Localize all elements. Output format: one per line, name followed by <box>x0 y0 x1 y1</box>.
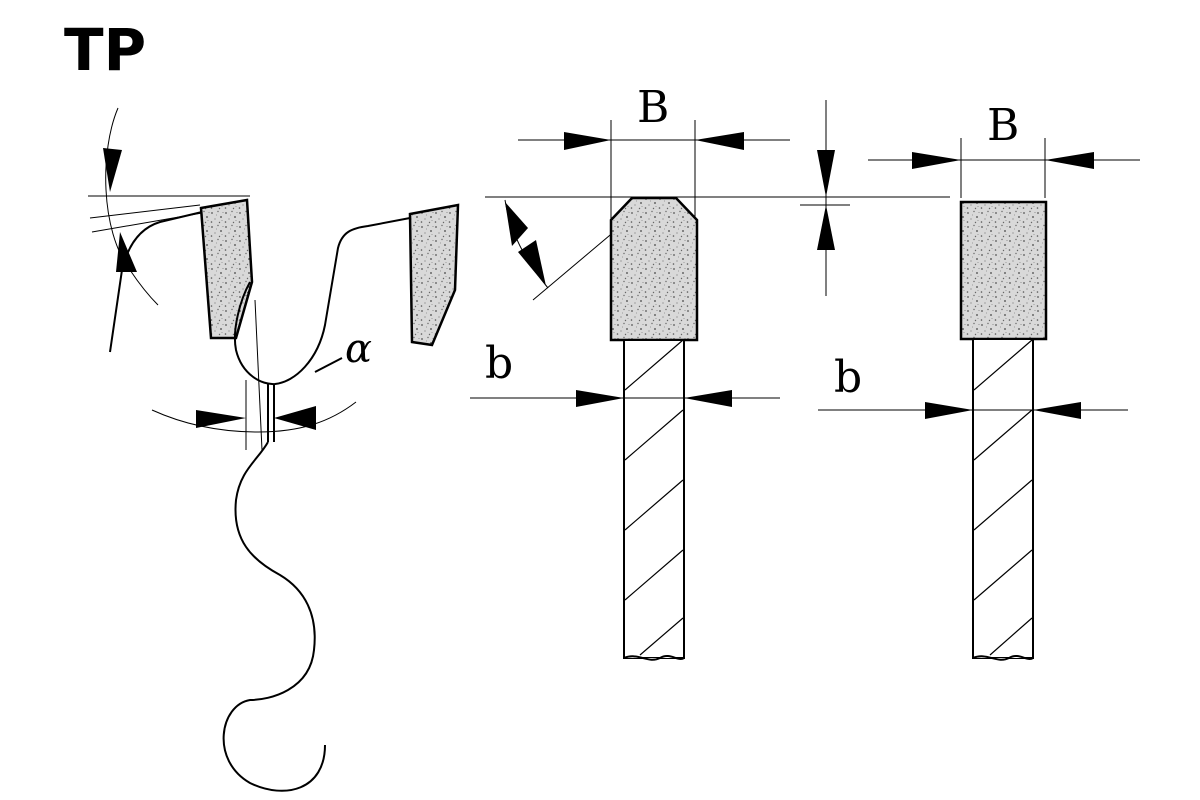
trapezoid-body-hatch <box>624 339 684 656</box>
reference-line-clearance <box>89 204 201 219</box>
rake-angle-arrow-top <box>103 148 122 192</box>
expansion-slot-s-curve <box>222 441 326 792</box>
tooth-profile-view <box>88 107 460 792</box>
angle-arc-bottom <box>151 401 357 433</box>
flat-arrows <box>912 152 1094 419</box>
center-line-a <box>254 299 263 451</box>
height-arrow-up <box>817 205 835 250</box>
kerf-b-arrow-right-middle <box>684 390 732 407</box>
angle-arc-top <box>105 107 159 306</box>
kerf-b-label-right: b <box>834 352 862 403</box>
tooth-profile-arrows <box>103 148 316 430</box>
height-arrow-down <box>817 150 835 197</box>
kerf-arrow-right <box>274 406 316 430</box>
kerf-b-arrow-left-right <box>925 402 973 419</box>
alpha-label: α <box>345 326 372 372</box>
trapezoid-break-line <box>623 655 685 661</box>
carbide-tip-left <box>199 198 254 340</box>
flat-carbide-tip <box>959 200 1048 341</box>
trapezoid-blade-body <box>623 339 685 659</box>
rake-angle-arrow-bottom <box>116 232 137 272</box>
carbide-tip-right <box>408 203 460 347</box>
kerf-arrow-left <box>196 410 246 428</box>
kerf-b-arrow-left-middle <box>576 390 624 407</box>
flat-tooth-section <box>818 138 1140 661</box>
chamfer-arrow-down <box>518 240 546 286</box>
b-width-label-middle: B <box>637 82 669 133</box>
flat-b-width-arrow-left <box>912 152 961 169</box>
kerf-b-arrow-right-right <box>1033 402 1081 419</box>
flat-body-hatch <box>973 339 1033 656</box>
trapezoid-carbide-tip <box>609 196 699 342</box>
chamfer-arrow-up <box>505 202 528 246</box>
gullet-curve <box>234 217 411 386</box>
flat-b-width-arrow-right <box>1045 152 1094 169</box>
b-width-label-right: B <box>987 100 1019 151</box>
diagram-title: TP <box>64 16 146 84</box>
chamfer-angle-leader <box>532 224 623 301</box>
trapezoid-tooth-section <box>470 100 950 661</box>
b-width-arrow-right <box>695 132 744 150</box>
flat-blade-body <box>972 338 1034 659</box>
flat-break-line <box>972 655 1034 661</box>
blade-outline-left <box>109 211 203 353</box>
alpha-leader <box>314 357 343 373</box>
b-width-arrow-left <box>564 132 611 150</box>
trapezoid-arrows <box>505 132 835 407</box>
kerf-b-label-middle: b <box>485 338 513 389</box>
